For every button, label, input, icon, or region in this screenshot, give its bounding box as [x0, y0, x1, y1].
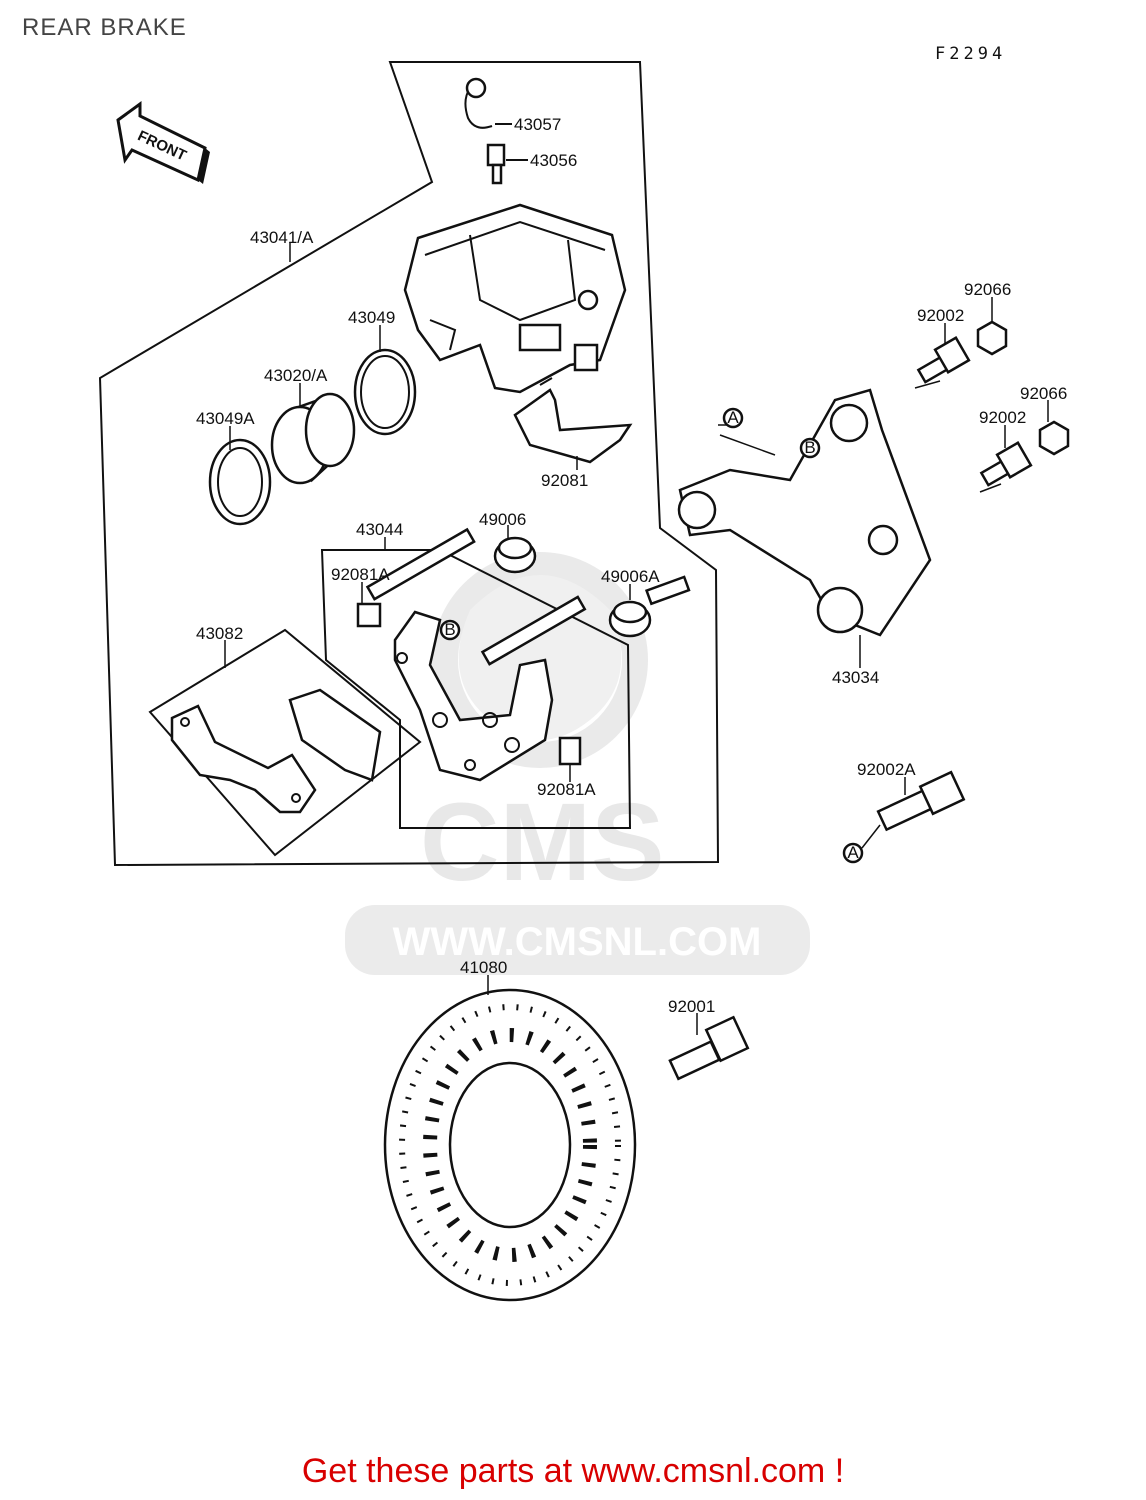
- pad-clip-top: [356, 602, 382, 628]
- label-49006: 49006: [479, 510, 526, 529]
- svg-text:A: A: [727, 408, 739, 427]
- label-43041a: 43041/A: [250, 228, 314, 247]
- caliper-bracket: [365, 527, 587, 782]
- pad-spring: [513, 377, 633, 464]
- label-92081a-bottom: 92081A: [537, 780, 596, 799]
- label-43044: 43044: [356, 520, 403, 539]
- label-92066-top: 92066: [964, 280, 1011, 299]
- label-43056: 43056: [530, 151, 577, 170]
- svg-text:A: A: [847, 843, 859, 862]
- svg-text:B: B: [804, 438, 815, 457]
- label-43034: 43034: [832, 668, 879, 687]
- pin-boot: [493, 536, 537, 574]
- brake-pads: [148, 628, 422, 857]
- bleeder-cap: [464, 77, 512, 129]
- footer-promo-link[interactable]: Get these parts at www.cmsnl.com !: [301, 1452, 845, 1490]
- front-arrow-icon: FRONT: [116, 101, 210, 184]
- diagram-title: REAR BRAKE: [22, 14, 187, 41]
- leader-lines: [224, 242, 1049, 1035]
- bolt-92002a: [876, 770, 966, 832]
- reference-mark-b-bracket: B: [439, 619, 461, 641]
- nut-92066-bottom: [1038, 420, 1070, 456]
- watermark: CMS WWW.CMSNL.COM: [345, 552, 810, 975]
- pad-clip-bottom: [558, 736, 582, 766]
- watermark-brand: CMS: [420, 781, 664, 904]
- label-43082: 43082: [196, 624, 243, 643]
- bolt-92002-bottom: [979, 441, 1033, 487]
- label-92081a-top: 92081A: [331, 565, 390, 584]
- reference-mark-a-bottom: A: [842, 842, 864, 864]
- piston-seal: [353, 348, 417, 436]
- caliper-piston: [270, 392, 356, 485]
- part-labels: 43057 43056 43041/A 43049 43020/A 43049A…: [196, 115, 1067, 1016]
- label-43057: 43057: [514, 115, 561, 134]
- label-41080: 41080: [460, 958, 507, 977]
- label-92066-bottom: 92066: [1020, 384, 1067, 403]
- label-92001: 92001: [668, 997, 715, 1016]
- pin-boot-a: [608, 575, 691, 638]
- bolt-92001: [668, 1015, 750, 1081]
- label-92002-top: 92002: [917, 306, 964, 325]
- brake-disc: [383, 988, 637, 1302]
- label-43020a: 43020/A: [264, 366, 328, 385]
- bolt-92002-top: [916, 336, 971, 384]
- caliper-assembly-outline: [98, 61, 720, 867]
- dust-seal: [208, 438, 272, 526]
- reference-mark-a-top: A: [722, 407, 744, 429]
- caliper-body: [403, 203, 627, 394]
- nut-92066-top: [976, 320, 1008, 356]
- bleeder-valve: [486, 143, 528, 185]
- label-43049: 43049: [348, 308, 395, 327]
- label-49006a: 49006A: [601, 567, 660, 586]
- svg-text:B: B: [444, 620, 455, 639]
- figure-code: F2294: [935, 44, 1007, 64]
- label-92081: 92081: [541, 471, 588, 490]
- label-92002a: 92002A: [857, 760, 916, 779]
- watermark-url: WWW.CMSNL.COM: [393, 920, 762, 964]
- reference-mark-b-arm: B: [799, 437, 821, 459]
- label-43049a: 43049A: [196, 409, 255, 428]
- bracket-subassembly-outline: [320, 549, 632, 829]
- torque-arm: [677, 388, 932, 637]
- label-92002-bottom: 92002: [979, 408, 1026, 427]
